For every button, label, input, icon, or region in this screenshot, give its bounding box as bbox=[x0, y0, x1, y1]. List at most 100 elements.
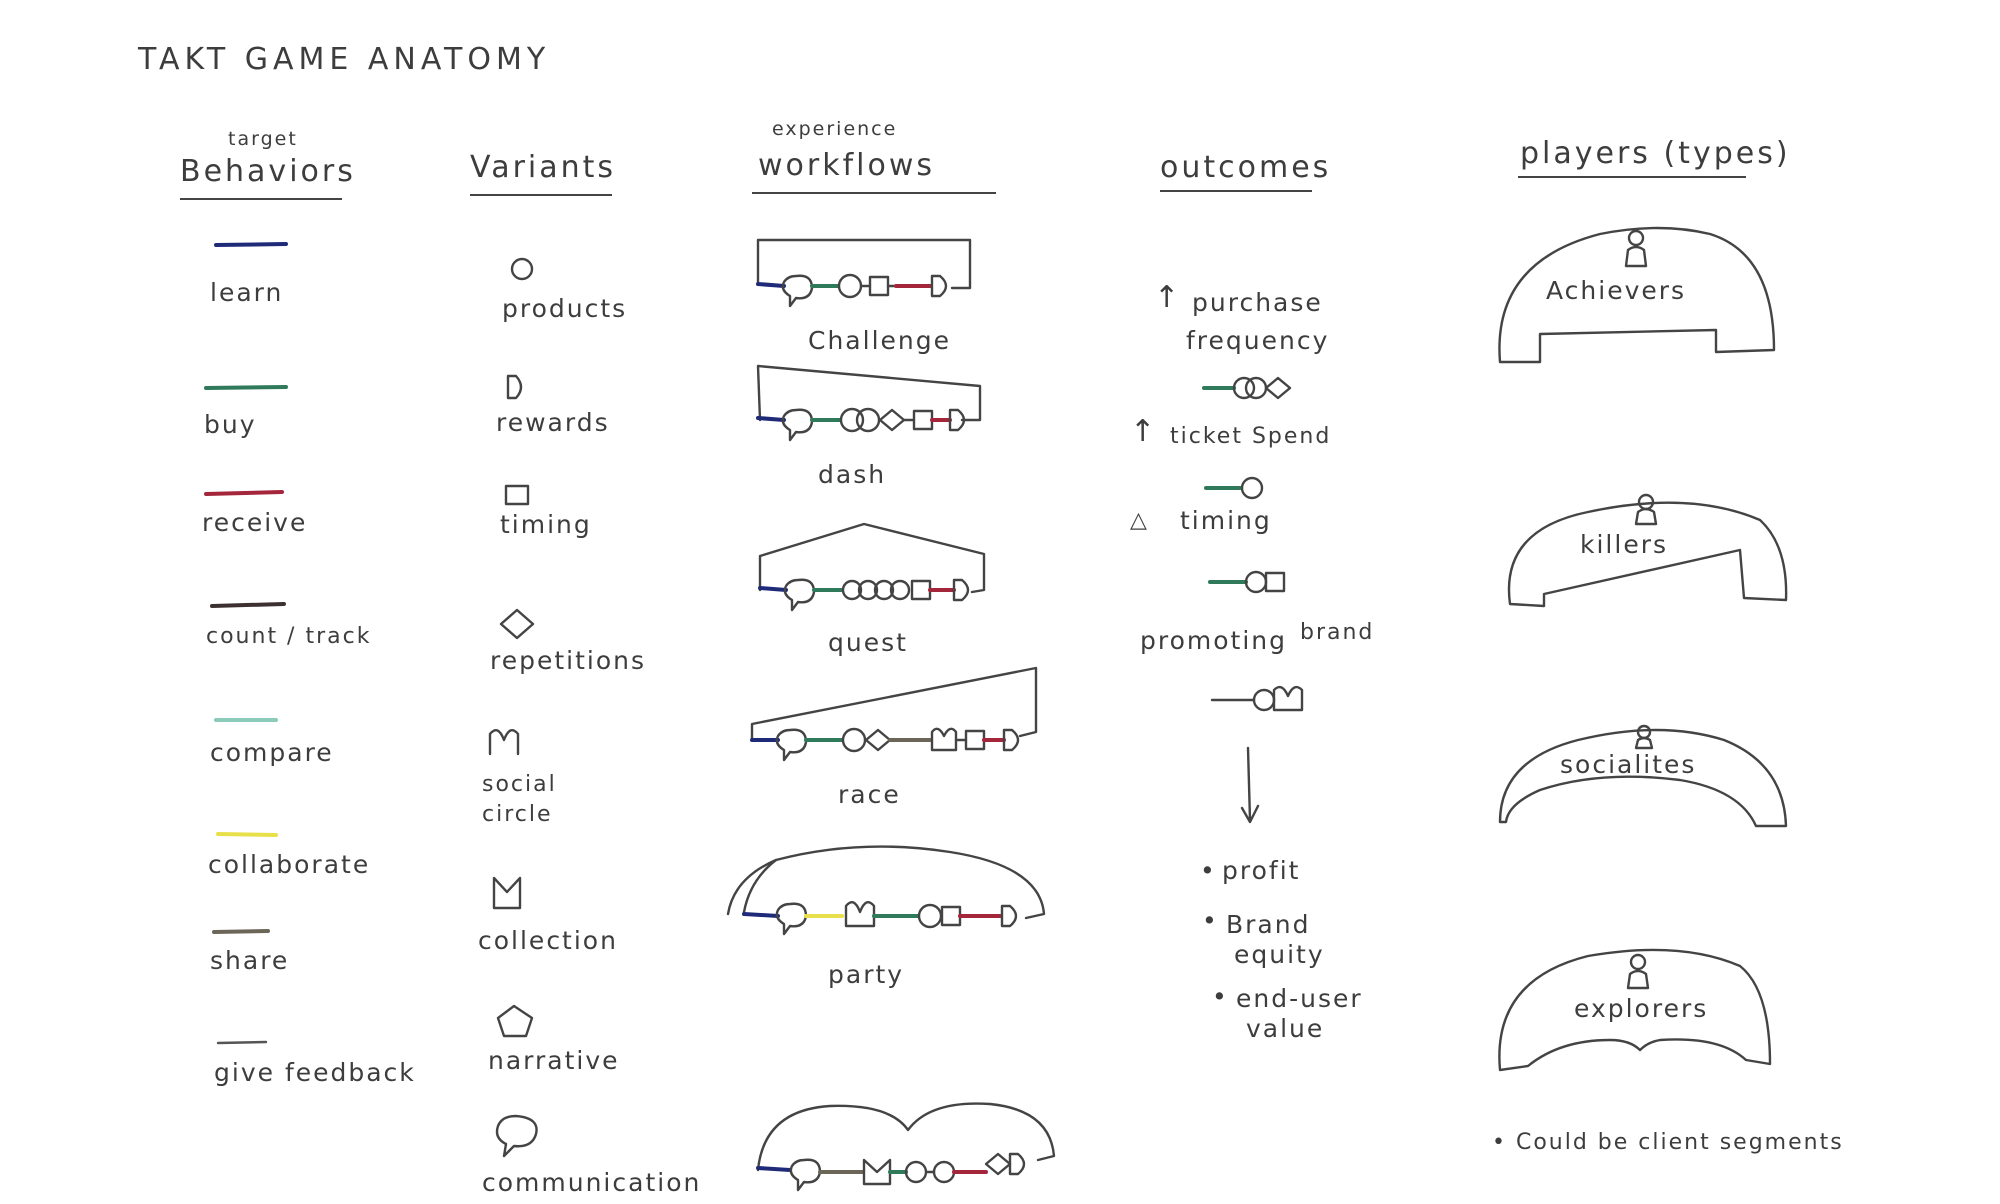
speech-bubble-icon bbox=[775, 902, 808, 936]
person-icon bbox=[1636, 724, 1652, 740]
m-shape-icon bbox=[930, 727, 958, 752]
outcome-end-user-line2: value bbox=[1246, 1014, 1325, 1043]
outcome-timing: timing bbox=[1180, 506, 1272, 535]
m-shape-icon bbox=[844, 900, 876, 928]
circle-icon bbox=[841, 579, 863, 601]
outcome-brand: brand bbox=[1300, 620, 1375, 645]
workflow-label-party: party bbox=[828, 960, 905, 989]
speech-bubble-icon bbox=[495, 1114, 538, 1158]
variant-label-collection: collection bbox=[478, 926, 618, 955]
diagram-title: TAKT GAME ANATOMY bbox=[138, 42, 551, 77]
players-heading: players (types) bbox=[1520, 136, 1791, 171]
player-killers bbox=[1507, 493, 1788, 608]
behaviors-superscript: target bbox=[228, 128, 298, 150]
workflows-superscript: experience bbox=[772, 118, 898, 140]
arrow-up-icon: ↑ bbox=[1130, 414, 1158, 449]
outcome-purchase: purchase bbox=[1192, 288, 1323, 317]
cup-icon bbox=[492, 876, 522, 910]
variant-label-communication: communication bbox=[482, 1168, 702, 1197]
person-icon bbox=[1629, 953, 1647, 971]
variant-label-timing: timing bbox=[500, 510, 592, 539]
speech-bubble-icon bbox=[775, 728, 808, 762]
variant-label-circle: circle bbox=[482, 802, 553, 827]
variants-heading: Variants bbox=[470, 150, 617, 185]
players-underline bbox=[1518, 176, 1746, 178]
behavior-label-share: share bbox=[210, 946, 290, 975]
outcome-ticket-spend: ticket Spend bbox=[1170, 424, 1332, 449]
behaviors-heading: Behaviors bbox=[180, 154, 356, 189]
behavior-line-buy bbox=[204, 385, 288, 390]
outcome-brand-line1: Brand bbox=[1226, 910, 1311, 939]
square-icon bbox=[1264, 571, 1286, 593]
player-label-socialites: socialites bbox=[1560, 750, 1697, 779]
speech-bubble-icon bbox=[781, 408, 814, 442]
behavior-label-buy: buy bbox=[204, 410, 257, 439]
behavior-line-learn bbox=[214, 242, 288, 247]
d-shape-icon bbox=[1002, 728, 1020, 752]
player-socialites bbox=[1498, 724, 1788, 828]
circle-icon bbox=[1232, 376, 1256, 400]
person-icon bbox=[1627, 229, 1645, 247]
workflows-underline bbox=[752, 192, 996, 194]
d-shape-icon bbox=[1000, 904, 1018, 928]
circle-icon bbox=[839, 407, 865, 433]
behavior-label-learn: learn bbox=[210, 278, 284, 307]
circle-icon bbox=[1240, 476, 1264, 500]
variant-label-social: social bbox=[482, 772, 557, 797]
outcome-promoting: promoting bbox=[1140, 626, 1288, 655]
circle-icon bbox=[857, 579, 879, 601]
behavior-label-count-track: count / track bbox=[206, 624, 372, 649]
workflow-label-dash: dash bbox=[818, 460, 887, 489]
players-note: • Could be client segments bbox=[1492, 1130, 1844, 1155]
variant-label-rewards: rewards bbox=[496, 408, 610, 437]
m-shape-icon bbox=[488, 728, 520, 756]
m-shape-icon bbox=[1272, 685, 1304, 712]
circle-icon bbox=[510, 257, 534, 281]
player-label-killers: killers bbox=[1580, 530, 1668, 559]
workflow-race bbox=[750, 666, 1038, 762]
variant-label-products: products bbox=[502, 294, 628, 323]
player-achievers bbox=[1498, 226, 1776, 364]
outcome-bullet: • bbox=[1200, 856, 1217, 885]
speech-bubble-icon bbox=[781, 274, 814, 308]
outcomes-underline bbox=[1160, 190, 1312, 192]
behavior-line-count-track bbox=[210, 602, 286, 608]
behavior-label-collaborate: collaborate bbox=[208, 850, 371, 879]
d-shape-icon bbox=[1008, 1152, 1026, 1176]
player-label-achievers: Achievers bbox=[1546, 276, 1687, 305]
player-explorers bbox=[1498, 948, 1772, 1072]
behaviors-underline bbox=[180, 198, 342, 200]
square-icon bbox=[504, 484, 530, 506]
outcome-brand-line2: equity bbox=[1234, 940, 1325, 969]
variant-label-repetitions: repetitions bbox=[490, 646, 647, 675]
d-shape-icon bbox=[952, 578, 970, 602]
circle-icon bbox=[889, 579, 911, 601]
workflow-label-race: race bbox=[838, 780, 901, 809]
arrow-down-icon bbox=[1240, 746, 1260, 824]
behavior-label-compare: compare bbox=[210, 738, 334, 767]
workflow-label-quest: quest bbox=[828, 628, 908, 657]
workflow-dash bbox=[756, 364, 982, 442]
outcome-profit: profit bbox=[1222, 856, 1301, 885]
speech-bubble-icon bbox=[783, 578, 816, 612]
behavior-line-receive bbox=[204, 490, 284, 496]
behavior-line-share bbox=[212, 929, 270, 934]
speech-bubble-icon bbox=[789, 1158, 822, 1192]
workflow-label-challenge: Challenge bbox=[808, 326, 951, 355]
workflow-party bbox=[726, 845, 1046, 936]
circle-icon bbox=[873, 579, 895, 601]
behavior-line-give-feedback bbox=[216, 1040, 268, 1045]
workflow-double-arch bbox=[756, 1102, 1056, 1192]
variant-label-narrative: narrative bbox=[488, 1046, 620, 1075]
diamond-icon bbox=[499, 608, 535, 640]
d-shape-icon bbox=[930, 274, 948, 298]
outcome-bullet: • bbox=[1202, 906, 1219, 935]
diamond-icon bbox=[1264, 376, 1292, 400]
pentagon-icon bbox=[496, 1004, 534, 1038]
